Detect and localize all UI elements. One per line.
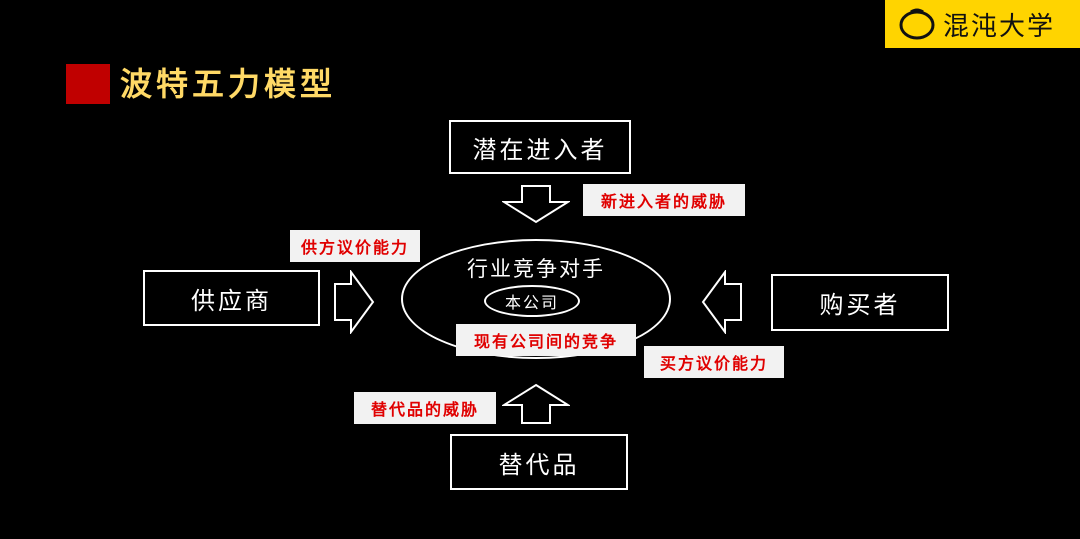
substitutes-label: 替代品 (498, 450, 580, 479)
potential-entrants-label: 潜在进入者 (472, 135, 608, 164)
logo-circle-icon (899, 8, 935, 40)
rivalry-label: 现有公司间的竞争 (456, 324, 636, 356)
brand-name: 混沌大学 (943, 11, 1056, 42)
threat-substitutes-label: 替代品的威胁 (354, 392, 496, 424)
supplier-power-label: 供方议价能力 (290, 230, 420, 262)
buyer-power-label: 买方议价能力 (644, 346, 784, 378)
arrow-up-icon (502, 383, 570, 424)
arrow-down-icon (502, 185, 570, 224)
arrow-right-icon (334, 270, 375, 334)
suppliers-box: 供应商 (143, 270, 320, 326)
potential-entrants-box: 潜在进入者 (449, 120, 631, 174)
buyers-label: 购买者 (819, 291, 901, 319)
industry-rivalry-title: 行业竞争对手 (467, 257, 605, 281)
company-label: 本公司 (504, 293, 559, 312)
threat-new-entrants-label: 新进入者的威胁 (583, 184, 745, 216)
title-marker (66, 64, 110, 104)
buyers-box: 购买者 (771, 274, 949, 331)
substitutes-box: 替代品 (450, 434, 628, 490)
page-title: 波特五力模型 (120, 65, 337, 103)
industry-rivalry-ellipse (401, 239, 671, 359)
suppliers-label: 供应商 (191, 286, 272, 315)
arrow-left-icon (701, 270, 742, 334)
company-ellipse: 本公司 (484, 285, 580, 317)
brand-logo: 混沌大学 (885, 0, 1080, 48)
